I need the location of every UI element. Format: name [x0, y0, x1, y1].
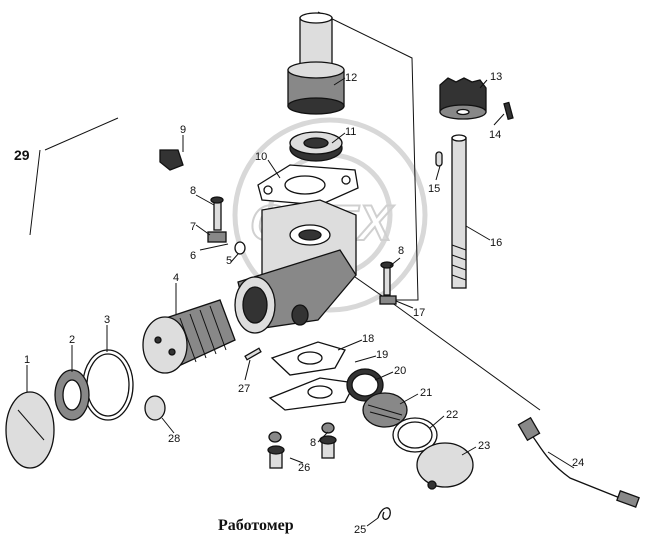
part-11-bearing	[289, 131, 343, 162]
callout-1: 1	[24, 354, 30, 366]
callout-18: 18	[362, 333, 374, 345]
callout-16: 16	[490, 237, 502, 249]
part-15-key	[435, 151, 443, 167]
part-14-pin	[503, 101, 514, 121]
part-5-ring	[234, 241, 246, 255]
callout-3: 3	[104, 314, 110, 326]
part-8-bolt-right	[380, 261, 394, 296]
assembly-outline-line	[317, 11, 419, 301]
callout-21: 21	[420, 387, 432, 399]
callout-4: 4	[173, 272, 179, 284]
leader-lines	[26, 77, 575, 527]
callout-12: 12	[345, 72, 357, 84]
callout-20: 20	[394, 365, 406, 377]
cable-line	[344, 269, 541, 411]
part-10-gasket	[257, 164, 359, 206]
callout-8-upper: 8	[190, 185, 196, 197]
main-housing	[234, 199, 357, 334]
callout-23: 23	[478, 440, 490, 452]
callout-6: 6	[190, 250, 196, 262]
part-19-plate	[268, 377, 357, 411]
callout-15: 15	[428, 183, 440, 195]
callout-24: 24	[572, 457, 584, 469]
part-16-shaft	[451, 134, 467, 289]
part-21-disc	[362, 392, 408, 428]
assembly-label-29: 29	[14, 147, 30, 163]
callout-27: 27	[238, 383, 250, 395]
callout-10: 10	[255, 151, 267, 163]
assembly-bracket-29	[29, 117, 119, 236]
callout-25: 25	[354, 524, 366, 536]
callout-13: 13	[490, 71, 502, 83]
callout-8-right: 8	[398, 245, 404, 257]
part-8-bolt-upper	[210, 196, 224, 231]
part-26-bolts	[267, 435, 337, 469]
part-1-cover	[5, 391, 55, 469]
callout-26: 26	[298, 462, 310, 474]
part-18-gasket	[270, 341, 346, 376]
callout-17: 17	[413, 307, 425, 319]
callout-14: 14	[489, 129, 501, 141]
diagram-title: Работомер	[218, 517, 294, 534]
part-7-bolt	[207, 231, 227, 243]
callout-labels: 1 2 3 4 5 6 7 8 8 8 9 10 11 12 13 14 15 …	[14, 71, 584, 536]
callout-19: 19	[376, 349, 388, 361]
part-24-cable	[517, 416, 640, 508]
part-4-filter-drum	[142, 299, 236, 374]
callout-8-lower: 8	[310, 437, 316, 449]
callout-2: 2	[69, 334, 75, 346]
callout-28: 28	[168, 433, 180, 445]
part-2-lock-ring	[54, 369, 90, 421]
part-13-gear	[439, 77, 487, 120]
part-27-pin	[244, 347, 262, 361]
callout-9: 9	[180, 124, 186, 136]
part-8-nut-left	[268, 431, 282, 443]
part-23-cap	[416, 442, 474, 490]
part-25-spring-clip	[377, 507, 391, 520]
callout-11: 11	[345, 126, 356, 138]
part-17-bolt	[379, 295, 397, 305]
part-12-sleeve	[287, 12, 345, 115]
part-9-nipple	[159, 149, 184, 171]
part-28-seal	[144, 395, 166, 421]
part-8-nut-right	[321, 422, 335, 434]
callout-7: 7	[190, 221, 196, 233]
callout-5: 5	[226, 255, 232, 267]
callout-22: 22	[446, 409, 458, 421]
